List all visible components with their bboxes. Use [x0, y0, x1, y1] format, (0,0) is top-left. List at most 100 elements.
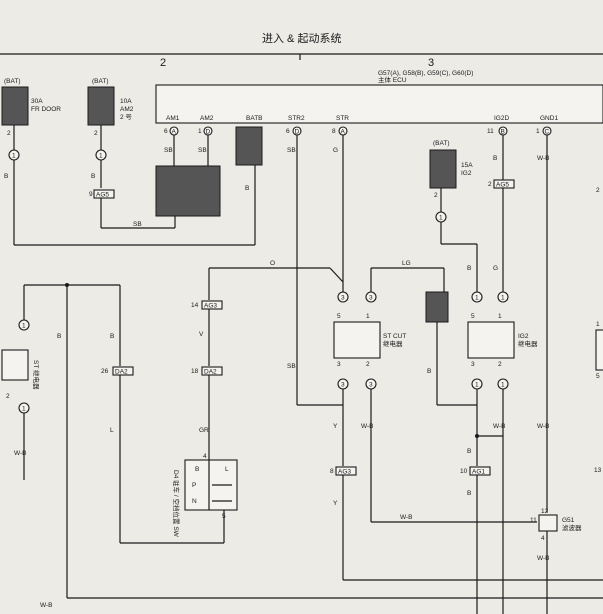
- conn-ag1-name: AG1: [472, 469, 485, 476]
- ig2relay-pin3: 3: [471, 361, 475, 368]
- stcut-pin2: 2: [366, 361, 370, 368]
- conn-ag3b-name: AG3: [338, 469, 351, 476]
- junction-block: [155, 165, 221, 217]
- wire-str-color: G: [333, 147, 338, 154]
- fuse-frdoor-pin: 2: [7, 130, 11, 137]
- ig2relay-pin2: 2: [498, 361, 502, 368]
- ig2relay-pin5: 5: [471, 313, 475, 320]
- ecu-pinno-am2: 1: [198, 128, 202, 135]
- ecu-pinc-gnd1: C: [545, 129, 550, 136]
- fuse-am2-amp: 10A: [120, 98, 132, 105]
- conn-ag3a-name: AG3: [204, 303, 217, 310]
- wire-frdoor-color: B: [4, 173, 8, 180]
- wire-ag1-low-color: B: [467, 490, 471, 497]
- wire-wb-filter-color: W-B: [400, 514, 413, 521]
- ecu-code: G57(A), G58(B), G59(C), G60(D): [378, 70, 473, 77]
- wire-am1-color: SB: [164, 147, 173, 154]
- wire-ig2relay-wb-color: W-B: [493, 423, 506, 430]
- fuse-am2-conn-no: 1: [99, 153, 103, 160]
- switch-pos-p: P: [192, 482, 196, 489]
- fuse-am2-pin: 2: [94, 130, 98, 137]
- st-relay-name: ST 继电器: [32, 360, 41, 390]
- st-relay-conn-top-no: 1: [22, 323, 26, 330]
- st-relay-pin: 2: [6, 393, 10, 400]
- conn-ag3a-box: [201, 300, 223, 310]
- fuse-frdoor-conn-no: 1: [12, 153, 16, 160]
- ecu-pinc-am1: A: [172, 129, 177, 136]
- wire-wb-bottom-color: W-B: [40, 602, 53, 609]
- wire-lg-color: LG: [402, 260, 411, 267]
- conn-ag5b-pin: 2: [488, 181, 492, 188]
- ecu-pinno-gnd1: 1: [536, 128, 540, 135]
- wire-ig2d-low-color: G: [493, 265, 498, 272]
- conn-da2b-name: DA2: [204, 369, 217, 376]
- ecu-pinc-str2: D: [295, 129, 300, 136]
- conn-da2a-name: DA2: [115, 369, 128, 376]
- conn-ag3a-pin: 14: [191, 302, 199, 309]
- ecu-pinc-str: A: [341, 129, 346, 136]
- conn-ag1-box: [469, 466, 491, 476]
- filter-pin12: 12: [541, 508, 549, 515]
- fuse-frdoor-block: [1, 86, 29, 126]
- conn-da2b-pin: 18: [191, 368, 199, 375]
- wire-ig2d-color: B: [493, 155, 497, 162]
- ecu-pinc-ig2d: B: [501, 129, 505, 136]
- wire-batb-color: B: [245, 185, 249, 192]
- switch-pos-n: N: [192, 498, 197, 505]
- conn-ag3b-pin: 8: [330, 468, 334, 475]
- ig2relay-conn-d-no: 1: [501, 382, 505, 389]
- ecu-pinc-am2: D: [206, 129, 211, 136]
- fuse-frdoor-bat: (BAT): [4, 78, 21, 85]
- stcut-box: [333, 321, 381, 359]
- column-3-label: 3: [428, 57, 434, 69]
- ecu-pin-am2: AM2: [200, 115, 214, 122]
- wire-gnd1-color-low: W-B: [537, 423, 550, 430]
- wire-wb-left-color: W-B: [14, 450, 27, 457]
- fuse-ig2-bat: (BAT): [433, 140, 450, 147]
- conn-ag5a-pin: 9: [89, 191, 93, 198]
- filter-box: [538, 514, 558, 532]
- right-edge-pin13: 13: [594, 467, 602, 474]
- fuse-ig2-block: [429, 149, 457, 189]
- wire-y-color: Y: [333, 423, 338, 430]
- stcut-name2: 继电器: [383, 339, 403, 348]
- switch-col-b: B: [195, 466, 199, 473]
- fuse-am2-name2: 2 号: [120, 113, 132, 121]
- wire-ig2relay-out-color: B: [467, 448, 471, 455]
- ig2relay-conn-b-no: 1: [501, 295, 505, 302]
- lg-fuse-block: [425, 291, 449, 323]
- ecu-pinno-ig2d: 11: [487, 128, 494, 135]
- wire-y-low-color: Y: [333, 500, 338, 507]
- stcut-conn-a-no: 3: [341, 295, 345, 302]
- wire-wb-stcut-color: W-B: [361, 423, 374, 430]
- fuse-ig2-pin: 2: [434, 192, 438, 199]
- stcut-conn-b-no: 3: [369, 295, 373, 302]
- conn-da2b-box: [201, 366, 223, 376]
- stcut-pin5: 5: [337, 313, 341, 320]
- fuse-am2-name1: AM2: [120, 106, 134, 113]
- ecu-pin-batb: BATB: [246, 115, 263, 122]
- st-relay-box: [1, 349, 29, 381]
- page-title: 进入 & 起动系统: [262, 32, 341, 45]
- wire-ig2-b-color: B: [467, 265, 471, 272]
- conn-ag3b-box: [335, 466, 357, 476]
- stcut-pin3: 3: [337, 361, 341, 368]
- stcut-pin1: 1: [366, 313, 370, 320]
- conn-ag5a-name: AG5: [96, 192, 109, 199]
- column-2-label: 2: [160, 57, 166, 69]
- ig2relay-conn-a-no: 1: [475, 295, 479, 302]
- ig2relay-name2: 继电器: [518, 339, 538, 348]
- ig2relay-conn-a: [471, 291, 483, 303]
- conn-ag5b-name: AG5: [496, 182, 509, 189]
- filter-pin4: 4: [541, 535, 545, 542]
- fuse-frdoor-name: FR DOOR: [31, 106, 61, 113]
- stcut-conn-d-no: 3: [369, 382, 373, 389]
- wire-str2-color-low: SB: [287, 363, 296, 370]
- switch-pin-top: 4: [203, 453, 207, 460]
- batb-block: [235, 126, 263, 166]
- filter-name: 滤波器: [562, 523, 582, 532]
- wire-v-color: V: [199, 331, 204, 338]
- ecu-pin-ig2d: IG2D: [494, 115, 509, 122]
